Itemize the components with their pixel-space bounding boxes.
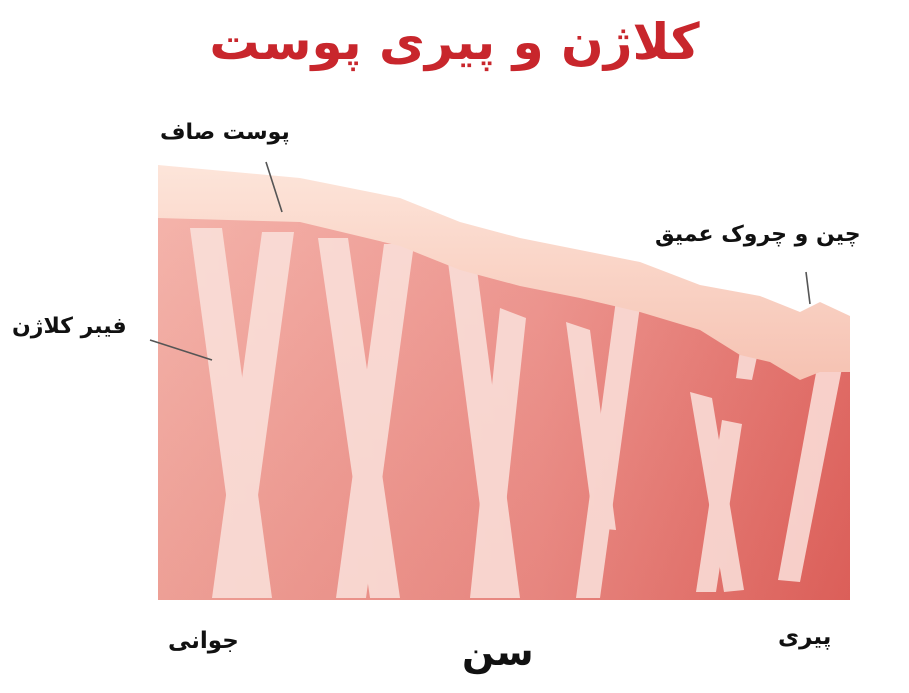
- youth-label: جوانی: [168, 628, 239, 654]
- old-age-label: پیری: [778, 624, 831, 650]
- deep-wrinkles-label: چین و چروک عمیق: [655, 222, 861, 247]
- wrinkle-leader-line: [806, 272, 810, 304]
- age-axis-label: سن: [462, 630, 534, 674]
- collagen-fiber-label: فیبر کلاژن: [12, 314, 127, 339]
- smooth-skin-label: پوست صاف: [160, 120, 290, 145]
